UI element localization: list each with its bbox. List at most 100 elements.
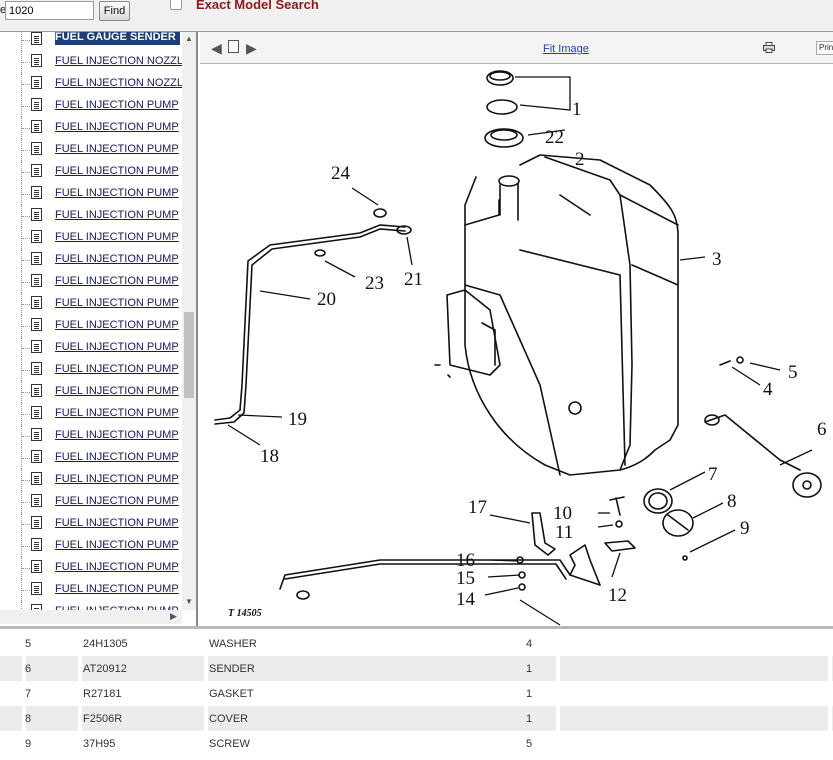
- exact-model-checkbox[interactable]: [170, 0, 182, 10]
- scroll-thumb[interactable]: [184, 312, 194, 398]
- tree-item[interactable]: FUEL INJECTION PUMP: [0, 249, 182, 271]
- tree-vertical-scrollbar[interactable]: ▲ ▼: [182, 32, 196, 610]
- tree-item[interactable]: FUEL INJECTION PUMP: [0, 535, 182, 557]
- tree-item[interactable]: FUEL INJECTION PUMP: [0, 161, 182, 183]
- tree-connector: [22, 128, 30, 129]
- tree-item-label[interactable]: FUEL INJECTION PUMP: [55, 121, 179, 133]
- tree-item[interactable]: FUEL INJECTION PUMP: [0, 95, 182, 117]
- tree-item-label[interactable]: FUEL INJECTION PUMP: [55, 253, 179, 265]
- next-arrow-icon[interactable]: ▶: [246, 40, 257, 56]
- tree-horizontal-scrollbar[interactable]: ▶: [0, 610, 182, 624]
- tree-item-label[interactable]: FUEL INJECTION PUMP: [55, 605, 182, 610]
- fit-image-link[interactable]: Fit Image: [543, 43, 589, 55]
- scroll-right-icon[interactable]: ▶: [170, 611, 177, 621]
- tree-item[interactable]: FUEL INJECTION PUMP: [0, 315, 182, 337]
- tree-item-label[interactable]: FUEL INJECTION NOZZLE: [55, 55, 182, 67]
- tree-connector: [21, 117, 22, 139]
- column-divider: [78, 731, 82, 756]
- column-divider: [828, 656, 832, 681]
- tree-item-label[interactable]: FUEL INJECTION PUMP: [55, 473, 179, 485]
- tree-item[interactable]: FUEL INJECTION PUMP: [0, 359, 182, 381]
- find-button[interactable]: Find: [99, 1, 130, 21]
- tree-item[interactable]: FUEL INJECTION PUMP: [0, 469, 182, 491]
- tree-connector: [21, 293, 22, 315]
- tree-item[interactable]: FUEL INJECTION PUMP: [0, 139, 182, 161]
- tree-item[interactable]: FUEL INJECTION PUMP: [0, 403, 182, 425]
- printer-icon[interactable]: [763, 42, 775, 53]
- tree-item-label[interactable]: FUEL INJECTION PUMP: [55, 495, 179, 507]
- tree-item-label[interactable]: FUEL INJECTION PUMP: [55, 451, 179, 463]
- column-divider: [78, 631, 82, 656]
- column-divider: [22, 681, 26, 706]
- tree-item-label[interactable]: FUEL INJECTION PUMP: [55, 231, 179, 243]
- tree-item-label[interactable]: FUEL INJECTION PUMP: [55, 341, 179, 353]
- document-icon: [31, 560, 42, 573]
- tree-item-label[interactable]: FUEL INJECTION PUMP: [55, 385, 179, 397]
- tree-connector: [22, 348, 30, 349]
- callout-1: 1: [572, 99, 582, 120]
- tree-list: FUEL GAUGE SENDER FUEL INJECTION NOZZLE FU…: [0, 32, 182, 610]
- document-icon: [31, 450, 42, 463]
- tree-item-label[interactable]: FUEL INJECTION PUMP: [55, 297, 179, 309]
- tree-item-label[interactable]: FUEL GAUGE SENDER: [55, 32, 180, 45]
- tree-item-label[interactable]: FUEL INJECTION PUMP: [55, 561, 179, 573]
- tree-item[interactable]: FUEL INJECTION PUMP: [0, 491, 182, 513]
- exact-model-label: Exact Model Search: [196, 0, 319, 12]
- tree-item[interactable]: FUEL INJECTION PUMP: [0, 337, 182, 359]
- scroll-up-icon[interactable]: ▲: [185, 34, 193, 43]
- tree-item[interactable]: FUEL INJECTION PUMP: [0, 513, 182, 535]
- tree-item[interactable]: FUEL INJECTION NOZZLE: [0, 51, 182, 73]
- tree-item-label[interactable]: FUEL INJECTION PUMP: [55, 517, 179, 529]
- tree-item-label[interactable]: FUEL INJECTION PUMP: [55, 539, 179, 551]
- tree-item[interactable]: FUEL INJECTION PUMP: [0, 117, 182, 139]
- tree-item[interactable]: FUEL INJECTION PUMP: [0, 447, 182, 469]
- tree-item-label[interactable]: FUEL INJECTION PUMP: [55, 363, 179, 375]
- cell-qty: 5: [526, 738, 533, 750]
- scroll-down-icon[interactable]: ▼: [185, 597, 193, 606]
- page-icon[interactable]: [228, 40, 239, 53]
- tree-item[interactable]: FUEL INJECTION PUMP: [0, 227, 182, 249]
- tree-item-label[interactable]: FUEL INJECTION NOZZLE: [55, 77, 182, 89]
- tree-item-label[interactable]: FUEL INJECTION PUMP: [55, 583, 179, 595]
- tree-item-label[interactable]: FUEL INJECTION PUMP: [55, 407, 179, 419]
- cell-ref: 5: [25, 638, 32, 650]
- tree-item[interactable]: FUEL INJECTION PUMP: [0, 579, 182, 601]
- tree-item[interactable]: FUEL INJECTION PUMP: [0, 381, 182, 403]
- document-icon: [31, 252, 42, 265]
- tree-item[interactable]: FUEL INJECTION NOZZLE: [0, 73, 182, 95]
- model-input[interactable]: [5, 1, 94, 20]
- tree-item-label[interactable]: FUEL INJECTION PUMP: [55, 275, 179, 287]
- tree-item-label[interactable]: FUEL INJECTION PUMP: [55, 143, 179, 155]
- document-icon: [31, 538, 42, 551]
- print-button[interactable]: Print: [816, 41, 833, 55]
- previous-arrow-icon[interactable]: ◀: [211, 40, 222, 56]
- tree-item[interactable]: FUEL INJECTION PUMP: [0, 271, 182, 293]
- tree-item-label[interactable]: FUEL INJECTION PUMP: [55, 319, 179, 331]
- callout-14: 14: [456, 589, 476, 610]
- tree-item[interactable]: FUEL INJECTION PUMP: [0, 601, 182, 610]
- document-icon: [31, 428, 42, 441]
- tree-item[interactable]: FUEL INJECTION PUMP: [0, 425, 182, 447]
- column-divider: [78, 706, 82, 731]
- tree-item[interactable]: FUEL INJECTION PUMP: [0, 557, 182, 579]
- tree-item[interactable]: FUEL GAUGE SENDER: [0, 32, 182, 51]
- column-divider: [22, 631, 26, 656]
- tree-item[interactable]: FUEL INJECTION PUMP: [0, 293, 182, 315]
- tree-item-label[interactable]: FUEL INJECTION PUMP: [55, 99, 179, 111]
- tree-connector: [21, 447, 22, 469]
- tree-connector: [22, 238, 30, 239]
- tree-item[interactable]: FUEL INJECTION PUMP: [0, 205, 182, 227]
- callout-20: 20: [317, 289, 336, 310]
- tree-connector: [22, 40, 30, 41]
- tree-item[interactable]: FUEL INJECTION PUMP: [0, 183, 182, 205]
- tree-item-label[interactable]: FUEL INJECTION PUMP: [55, 187, 179, 199]
- tree-item-label[interactable]: FUEL INJECTION PUMP: [55, 429, 179, 441]
- tree-item-label[interactable]: FUEL INJECTION PUMP: [55, 209, 179, 221]
- tree-item-label[interactable]: FUEL INJECTION PUMP: [55, 165, 179, 177]
- document-icon: [31, 54, 42, 67]
